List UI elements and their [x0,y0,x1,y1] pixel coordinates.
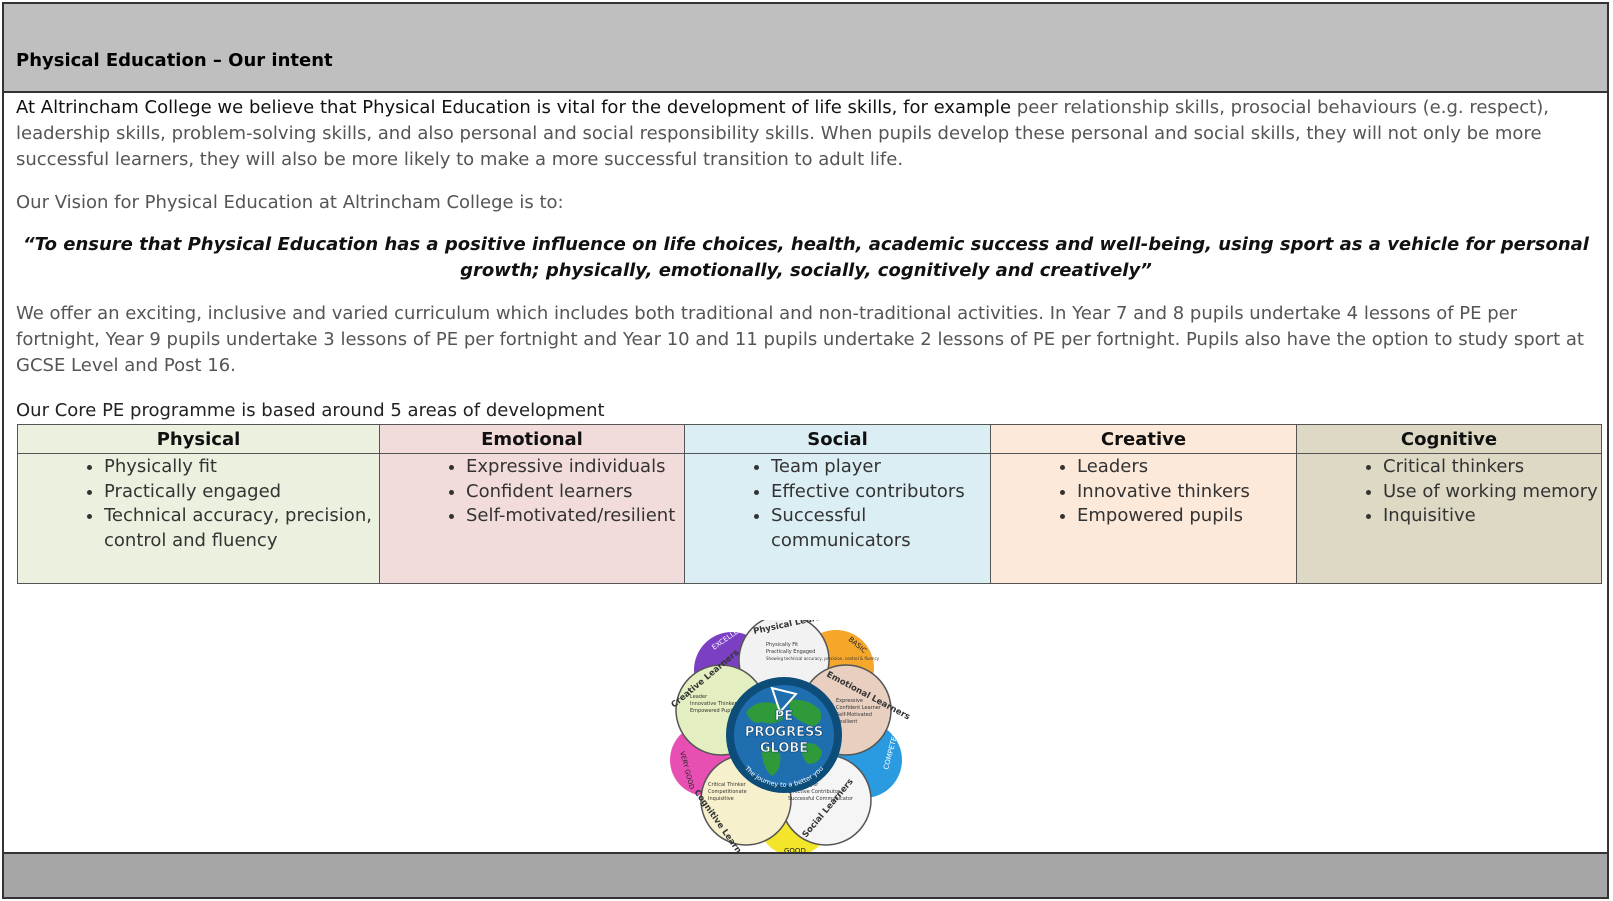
table-row: Physically fit Practically engaged Techn… [17,453,1602,584]
list-item: Practically engaged [104,480,379,505]
area-header-social: Social [684,424,991,454]
globe-landmass [790,699,821,726]
intro-lead: At Altrincham College we believe that Ph… [16,97,1012,118]
petal-note: Inquisitive [708,796,734,802]
petal-note: Empowered Pupil [690,708,733,714]
area-list-creative: Leaders Innovative thinkers Empowered pu… [991,455,1296,529]
globe-title-line: PE [775,709,793,724]
header-band: Physical Education – Our intent [4,4,1607,93]
area-list-cognitive: Critical thinkers Use of working memory … [1297,455,1601,529]
list-item: Leaders [1077,455,1296,480]
petal-note: Expressive [836,698,863,704]
curriculum-paragraph: We offer an exciting, inclusive and vari… [16,303,1584,376]
list-item: Inquisitive [1383,504,1601,529]
area-cell-emotional: Expressive individuals Confident learner… [379,453,685,584]
globe-icon: EXCELLENT BASIC COMPETENT GOOD VERY GOOD… [670,610,912,868]
list-item: Critical thinkers [1383,455,1601,480]
petal-note: Competitionate [708,789,747,795]
list-item: Team player [771,455,990,480]
list-item: Use of working memory [1383,480,1601,505]
area-header-physical: Physical [17,424,380,454]
area-list-social: Team player Effective contributors Succe… [685,455,990,553]
petal-note: Physically Fit [766,642,798,648]
list-item: Empowered pupils [1077,504,1296,529]
globe-landmass [746,702,784,724]
vision-label: Our Vision for Physical Education at Alt… [16,192,564,213]
table-header-row: Physical Emotional Social Creative Cogni… [17,424,1602,454]
globe-title-line: GLOBE [760,741,808,756]
area-cell-social: Team player Effective contributors Succe… [684,453,991,584]
vision-quote: “To ensure that Physical Education has a… [23,234,1589,281]
petal-note: Practically Engaged [766,649,815,655]
petal-note: Leader [690,694,708,700]
globe-landmass [801,743,822,764]
list-item: Physically fit [104,455,379,480]
area-header-creative: Creative [990,424,1297,454]
list-item: Confident learners [466,480,684,505]
pe-progress-globe-graphic: EXCELLENT BASIC COMPETENT GOOD VERY GOOD… [666,610,916,868]
footer-band [4,852,1607,897]
area-list-emotional: Expressive individuals Confident learner… [380,455,684,529]
area-list-physical: Physically fit Practically engaged Techn… [18,455,379,553]
globe-center: PE PROGRESS GLOBE The journey to a bette… [726,677,842,793]
petal-note: Critical Thinker [708,782,747,788]
list-item: Self-motivated/resilient [466,504,684,529]
list-item: Technical accuracy, precision, control a… [104,504,379,553]
petal-note: Self-Motivated [836,712,872,718]
intro-rest: peer relationship skills, prosocial beha… [16,97,1549,170]
intro-paragraph: At Altrincham College we believe that Ph… [16,95,1596,173]
petal-note: Effective Contributor [788,789,841,795]
level-label-good: GOOD [784,847,806,855]
core-programme-label: Our Core PE programme is based around 5 … [16,400,605,421]
development-areas-table: Physical Emotional Social Creative Cogni… [17,424,1602,584]
globe-landmass [762,747,781,776]
page-title: Physical Education – Our intent [16,50,333,71]
area-header-emotional: Emotional [379,424,685,454]
list-item: Successful communicators [771,504,990,553]
list-item: Effective contributors [771,480,990,505]
petal-note: Innovative Thinker [690,701,737,707]
area-cell-physical: Physically fit Practically engaged Techn… [17,453,380,584]
area-header-cognitive: Cognitive [1296,424,1602,454]
petal-note: Resilient [836,719,857,725]
list-item: Expressive individuals [466,455,684,480]
petal-note: Successful Communicator [788,796,854,802]
globe-star-marker [770,686,798,714]
globe-title-line: PROGRESS [745,725,823,740]
petal-note: Showing technical accuracy, precision, c… [766,656,880,661]
list-item: Innovative thinkers [1077,480,1296,505]
area-cell-creative: Leaders Innovative thinkers Empowered pu… [990,453,1297,584]
petal-note: Confident Learner [836,705,882,711]
area-cell-cognitive: Critical thinkers Use of working memory … [1296,453,1602,584]
